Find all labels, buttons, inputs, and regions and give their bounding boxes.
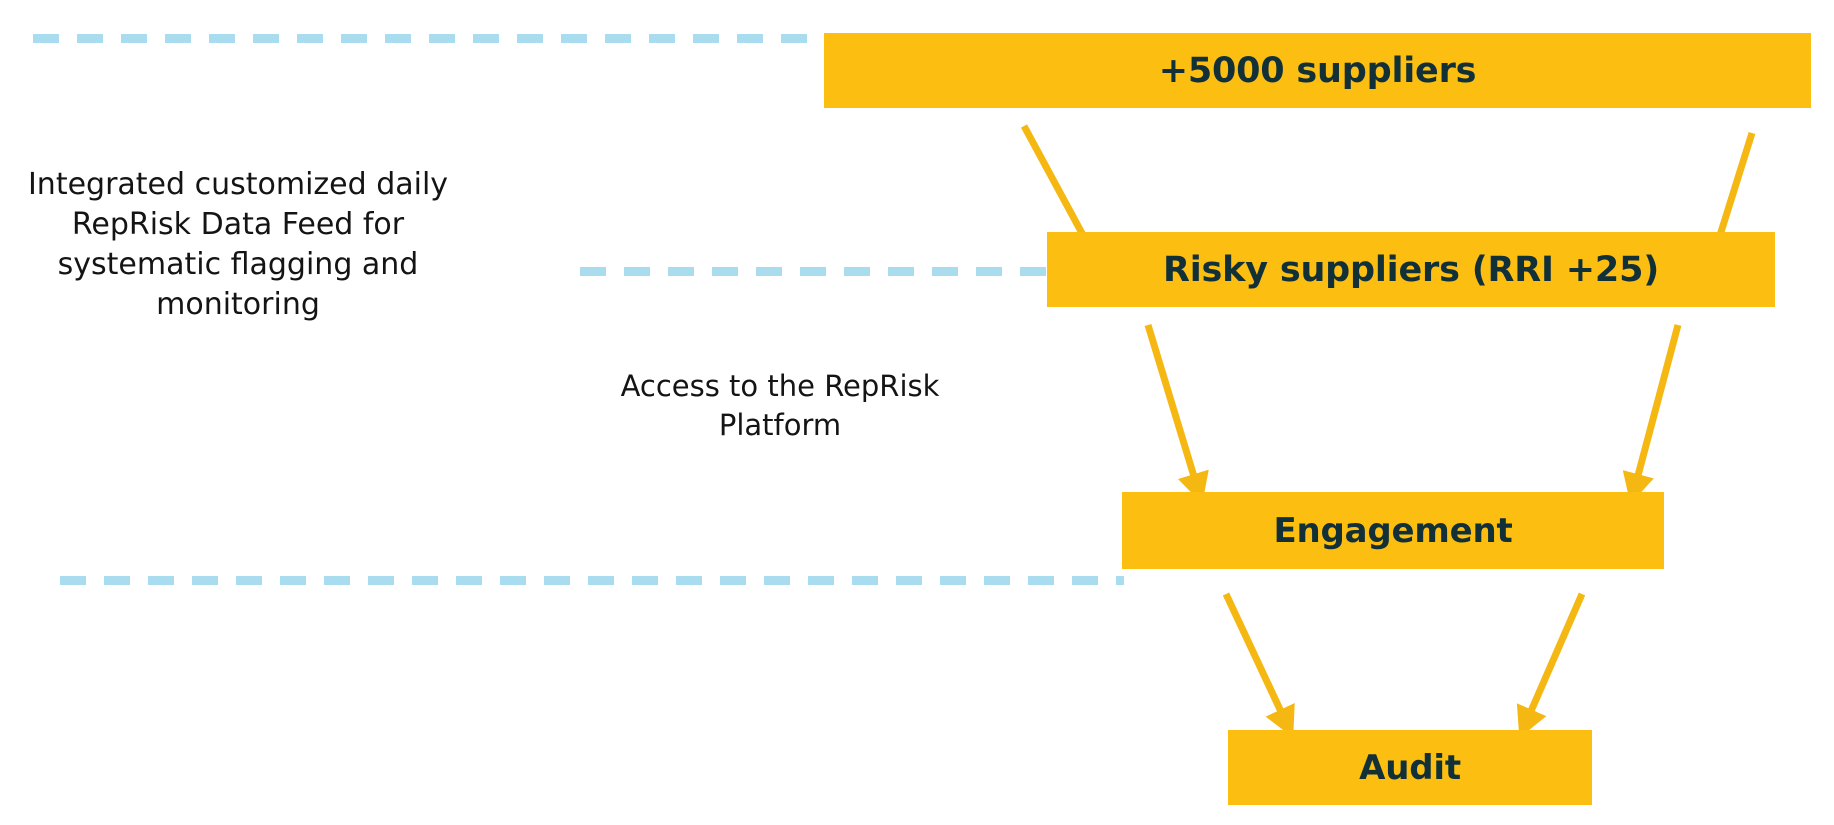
dashed-guide-middle: [580, 267, 1050, 276]
arrow-engagement-to-audit-left: [1222, 592, 1295, 738]
dashed-guide-top: [33, 34, 826, 43]
annotation-data-feed: Integrated customized daily RepRisk Data…: [27, 167, 449, 322]
stage-label-risky-suppliers: Risky suppliers (RRI +25): [1162, 249, 1660, 290]
arrow-risky-to-engagement-left: [1144, 323, 1209, 504]
stage-bar-audit[interactable]: Audit: [1228, 730, 1592, 805]
arrow-suppliers-to-risky-left: [1020, 124, 1101, 268]
stage-bar-risky-suppliers[interactable]: Risky suppliers (RRI +25): [1047, 232, 1775, 307]
stage-bar-engagement[interactable]: Engagement: [1122, 492, 1664, 569]
annotation-platform-access: Access to the RepRisk Platform: [620, 369, 940, 442]
dashed-guide-bottom: [60, 576, 1124, 585]
arrow-suppliers-to-risky-right: [1703, 131, 1756, 269]
arrow-engagement-to-audit-right: [1516, 592, 1586, 738]
stage-label-suppliers: +5000 suppliers: [1158, 50, 1477, 91]
stage-bar-suppliers[interactable]: +5000 suppliers: [824, 33, 1811, 108]
arrow-risky-to-engagement-right: [1622, 324, 1682, 504]
stage-label-audit: Audit: [1359, 747, 1461, 788]
stage-label-engagement: Engagement: [1273, 510, 1513, 551]
